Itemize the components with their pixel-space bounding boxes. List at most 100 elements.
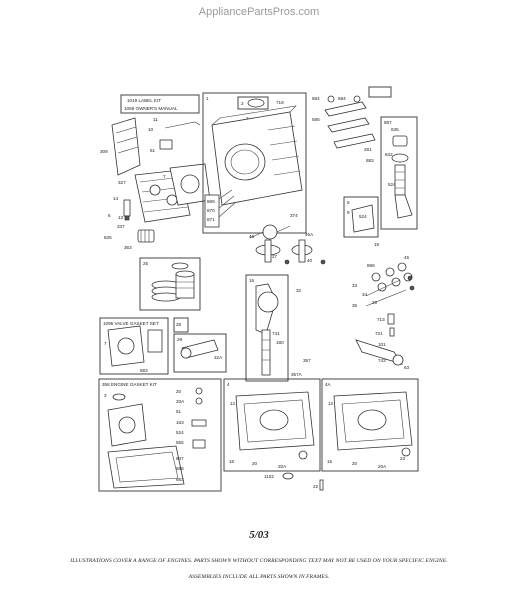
label-825: 825 [104,235,112,240]
label-46a: 46A [305,232,314,237]
label-35: 35 [352,303,358,308]
label-15-b: 15 [327,459,333,464]
label-kit-box: 1019 LABEL KIT 1058 OWNER'S MANUAL [120,94,200,114]
label-180: 180 [276,340,284,345]
valve-gasket-set-frame: 1095 VALVE GASKET SET 7 883 [99,317,169,375]
label-870: 870 [207,208,215,213]
label-22: 22 [313,484,319,489]
label-20-c: 20 [352,461,358,466]
label-20a-b: 20A [278,464,287,469]
label-12: 12 [230,401,236,406]
seal-2 [247,98,265,108]
label-847: 847 [176,456,184,461]
label-374: 374 [290,213,298,218]
label-525: 524 [388,182,396,187]
label-19: 19 [374,242,380,247]
label-20a-c: 20A [378,464,387,469]
label-842: 842 [385,152,393,157]
label-883-c: 883 [176,477,184,482]
frame-867-label: 867 [384,120,392,125]
label-868: 868 [367,263,375,268]
label-kit-label: 1019 LABEL KIT [127,98,161,103]
label-63: 63 [404,365,410,370]
label-32a: 32A [214,355,223,360]
label-101: 101 [378,342,386,347]
breather [137,229,155,243]
cylinder-bore [224,143,266,181]
bolt-22 [319,479,324,491]
piston-rings-frame: 25 [139,257,201,311]
label-27: 27 [272,254,278,259]
label-584-b: 584 [338,96,346,101]
disclaimer-note: ILLUSTRATIONS COVER A RANGE OF ENGINES. … [70,558,448,564]
label-11: 11 [153,117,158,122]
engine-gasket-kit-frame: 358 ENGINE GASKET KIT 3 20 20A 51 163 52… [98,378,222,492]
frame-16-label: 16 [249,278,255,283]
frame-5: 5 9 524 [343,196,379,238]
head-gasket [169,163,211,206]
label-743: 743 [378,358,386,363]
label-363: 363 [124,245,132,250]
conn-rod-frame: 28 29 32A [173,317,227,373]
label-45: 45 [404,255,410,260]
frame-29-label: 29 [177,337,183,342]
label-327: 327 [118,180,126,185]
camshaft-assembly: 374 46 46A 27 40 [249,213,326,265]
breather-tube-frame: 867 635 842 524 [380,116,418,230]
label-871: 871 [207,217,215,222]
label-357: 357 [303,358,311,363]
label-3-b: 3 [104,393,107,398]
frame-25-label: 25 [143,261,149,266]
label-3: 3 [246,116,249,121]
oil-pump-parts: 713 721 101 743 63 [355,313,410,370]
label-51-b: 51 [176,409,182,414]
washer-1102 [282,472,294,480]
label-524-b: 524 [176,430,184,435]
label-524: 524 [359,214,367,219]
cylinder-block-frame: 1 2 718 3 869 870 871 [202,92,307,234]
label-337: 337 [117,224,125,229]
watermark: AppliancePartsPros.com [198,6,320,18]
label-741: 741 [272,331,280,336]
label-33: 33 [352,283,358,288]
assemblies-note: ASSEMBLIES INCLUDE ALL PARTS SHOWN IN FR… [188,574,330,580]
label-868-b: 868 [176,466,184,471]
label-9: 9 [347,210,350,215]
label-713: 713 [377,317,385,322]
label-34: 34 [362,292,368,297]
label-163: 163 [176,420,184,425]
sump-frame: 4 12 15 20 20A [223,378,321,472]
label-1102: 1102 [264,474,274,479]
label-309: 309 [100,149,108,154]
label-357a: 357A [291,372,303,377]
label-883-b: 883 [140,368,148,373]
rocker-cover-set: 584 584 585 [312,86,392,149]
label-584-a: 584 [312,96,320,101]
label-10: 10 [148,127,154,132]
label-718: 718 [276,100,284,105]
label-40: 40 [307,258,313,263]
sump-alt-frame: 4A 12 15 20 20A 23 [321,378,419,472]
label-14: 14 [113,196,119,201]
valve-train: 45 868 33 34 35 26 [352,255,415,308]
frame-4a-label: 4A [325,382,332,387]
label-32: 32 [296,288,302,293]
label-15: 15 [229,459,235,464]
label-869: 869 [207,199,215,204]
label-585: 585 [312,117,320,122]
label-2: 2 [241,101,244,106]
gasket-51 [159,139,173,150]
frame-28-label: 28 [176,322,182,327]
engine-gasket-kit-label: 358 ENGINE GASKET KIT [102,382,157,387]
label-23: 23 [400,456,406,461]
label-51: 51 [150,148,156,153]
label-12-b: 12 [328,401,334,406]
frame-5-label: 5 [347,200,350,205]
frame-1-label: 1 [206,96,209,101]
crankshaft-frame: 16 180 741 [245,274,289,382]
label-13: 13 [118,215,124,220]
label-46: 46 [249,234,255,239]
label-7-b: 7 [104,341,107,346]
revision-date: 5/03 [249,529,269,541]
